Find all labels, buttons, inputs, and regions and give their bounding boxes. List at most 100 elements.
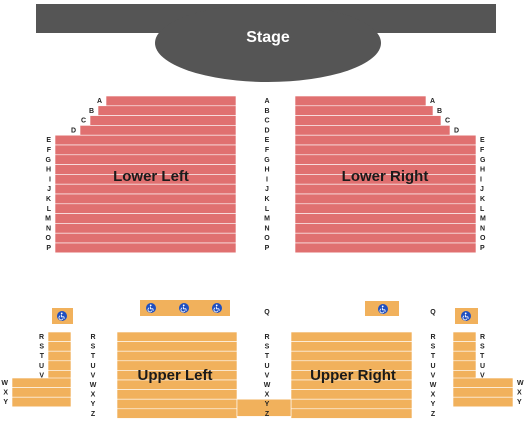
- row-label: F: [47, 147, 52, 154]
- row-label: T: [265, 353, 270, 360]
- row-label: V: [431, 372, 436, 379]
- row-label: D: [454, 127, 459, 134]
- seat-row[interactable]: [294, 203, 477, 214]
- wheelchair-icon[interactable]: [146, 303, 156, 313]
- seat-row[interactable]: [294, 154, 477, 165]
- seat-row[interactable]: [116, 341, 238, 352]
- row-label: G: [46, 157, 52, 164]
- seat-row[interactable]: [294, 183, 477, 195]
- row-label: I: [49, 176, 51, 183]
- seat-row[interactable]: [294, 213, 477, 224]
- seat-row[interactable]: [105, 95, 237, 107]
- seat-row[interactable]: [290, 350, 413, 362]
- row-label: O: [264, 235, 270, 242]
- seat-row[interactable]: [116, 331, 238, 342]
- row-label: B: [264, 108, 269, 115]
- wheelchair-icon[interactable]: [179, 303, 189, 313]
- seat-row[interactable]: [116, 350, 238, 362]
- seat-row[interactable]: [294, 193, 477, 205]
- seat-row[interactable]: [97, 105, 237, 116]
- seat-row[interactable]: [116, 389, 238, 400]
- row-label: Z: [431, 411, 436, 418]
- seat-row[interactable]: [47, 341, 72, 352]
- row-label: S: [265, 344, 270, 351]
- seat-row[interactable]: [116, 408, 238, 419]
- seat-row[interactable]: [11, 396, 72, 408]
- row-label: K: [480, 196, 485, 203]
- seat-row[interactable]: [11, 377, 72, 388]
- seat-row[interactable]: [452, 396, 514, 408]
- seat-row[interactable]: [54, 223, 237, 234]
- stage-oval: [155, 4, 381, 82]
- seat-row[interactable]: [236, 398, 292, 417]
- seat-row[interactable]: [452, 360, 477, 371]
- seat-row[interactable]: [290, 389, 413, 400]
- seat-row[interactable]: [11, 387, 72, 398]
- row-label: U: [39, 363, 44, 370]
- row-label: U: [90, 363, 95, 370]
- seat-row[interactable]: [54, 242, 237, 254]
- seat-row[interactable]: [452, 331, 477, 342]
- row-label: P: [480, 245, 485, 252]
- row-label: L: [47, 206, 52, 213]
- section-lower-left[interactable]: [54, 95, 237, 254]
- seat-row[interactable]: [452, 341, 477, 352]
- seat-row[interactable]: [89, 115, 237, 126]
- row-label: J: [47, 186, 51, 193]
- seat-row[interactable]: [290, 331, 413, 342]
- row-label: J: [480, 186, 484, 193]
- seat-row[interactable]: [47, 360, 72, 371]
- seat-row[interactable]: [54, 232, 237, 244]
- seat-row[interactable]: [294, 144, 477, 156]
- section-center-strip[interactable]: [236, 398, 292, 417]
- seat-row[interactable]: [54, 154, 237, 165]
- seat-row[interactable]: [294, 105, 434, 116]
- seat-row[interactable]: [116, 398, 238, 410]
- seat-row[interactable]: [47, 350, 72, 362]
- seat-row[interactable]: [294, 242, 477, 254]
- row-label: S: [431, 344, 436, 351]
- section-lower-right[interactable]: [294, 95, 477, 254]
- upper-right-label: Upper Right: [310, 367, 396, 384]
- seat-row[interactable]: [294, 232, 477, 244]
- row-label: T: [480, 353, 485, 360]
- seat-row[interactable]: [54, 203, 237, 214]
- wheelchair-icon[interactable]: [57, 311, 67, 321]
- row-label: V: [480, 372, 485, 379]
- section-side-left[interactable]: [11, 331, 72, 408]
- seat-row[interactable]: [452, 350, 477, 362]
- seat-row[interactable]: [54, 183, 237, 195]
- row-label: F: [480, 147, 485, 154]
- seat-row[interactable]: [47, 331, 72, 342]
- wheelchair-icon[interactable]: [461, 311, 471, 321]
- seat-row[interactable]: [54, 144, 237, 156]
- seat-row[interactable]: [294, 223, 477, 234]
- row-label: H: [46, 167, 51, 174]
- seat-row[interactable]: [290, 398, 413, 410]
- row-label: W: [517, 380, 524, 387]
- row-label: X: [3, 390, 8, 397]
- seat-row[interactable]: [79, 125, 237, 136]
- seat-row[interactable]: [54, 134, 237, 146]
- seat-row[interactable]: [294, 134, 477, 146]
- seat-row[interactable]: [290, 341, 413, 352]
- section-side-right[interactable]: [452, 331, 514, 408]
- seat-row[interactable]: [452, 377, 514, 388]
- seat-row[interactable]: [54, 193, 237, 205]
- row-label: A: [264, 98, 269, 105]
- wheelchair-icon[interactable]: [378, 304, 388, 314]
- row-label: V: [39, 372, 44, 379]
- seat-row[interactable]: [290, 408, 413, 419]
- row-label: Y: [517, 399, 522, 406]
- row-label: G: [480, 157, 486, 164]
- section-upper-left[interactable]: [116, 331, 238, 419]
- section-upper-right[interactable]: [290, 331, 413, 419]
- seat-row[interactable]: [294, 95, 427, 107]
- seat-row[interactable]: [294, 115, 442, 126]
- wheelchair-icon[interactable]: [212, 303, 222, 313]
- seat-row[interactable]: [294, 125, 451, 136]
- seat-row[interactable]: [452, 387, 514, 398]
- seat-row[interactable]: [54, 213, 237, 224]
- row-label: S: [480, 344, 485, 351]
